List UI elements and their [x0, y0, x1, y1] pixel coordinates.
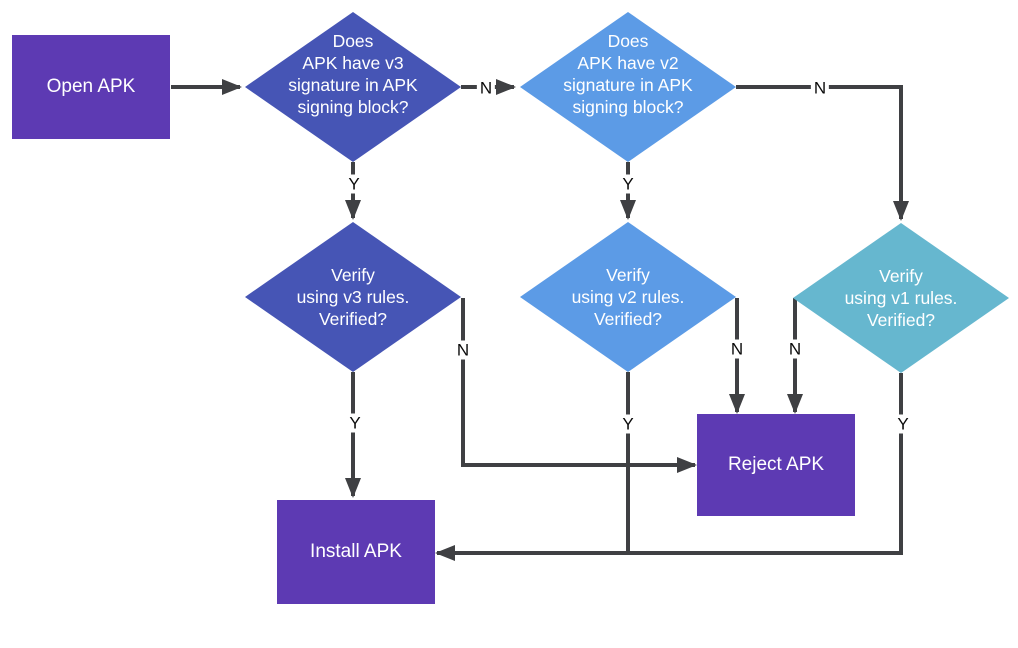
edge-label-verifyv3-no: N [453, 340, 473, 360]
open-apk-label: Open APK [46, 76, 136, 97]
edge-label-qv3-no: N [476, 78, 496, 98]
connector-qv2-no-to-verifyv1 [736, 85, 909, 221]
edge-label-verifyv1-yes: Y [894, 414, 912, 434]
edge-label-qv3-yes: Y [345, 174, 363, 194]
edge-label-verifyv2-no: N [727, 339, 747, 359]
node-install-apk: Install APK [277, 500, 435, 604]
node-open-apk: Open APK [12, 35, 170, 139]
edge-label-verifyv2-yes: Y [619, 414, 637, 434]
edge-label-verifyv1-no: N [785, 339, 805, 359]
verify-v2-label: Verify using v2 rules. Verified? [571, 265, 685, 329]
question-v3-label: Does APK have v3 signature in APK signin… [288, 31, 418, 117]
edge-label-qv2-yes: Y [619, 174, 637, 194]
edge-label-qv2-no: N [810, 78, 830, 98]
question-v2-label: Does APK have v2 signature in APK signin… [563, 31, 693, 117]
edge-label-verifyv3-yes: Y [346, 413, 364, 433]
install-apk-label: Install APK [310, 541, 402, 562]
verify-v3-label: Verify using v3 rules. Verified? [296, 265, 410, 329]
reject-apk-label: Reject APK [727, 454, 825, 475]
verify-v1-label: Verify using v1 rules. Verified? [844, 266, 958, 330]
node-reject-apk: Reject APK [697, 414, 855, 516]
